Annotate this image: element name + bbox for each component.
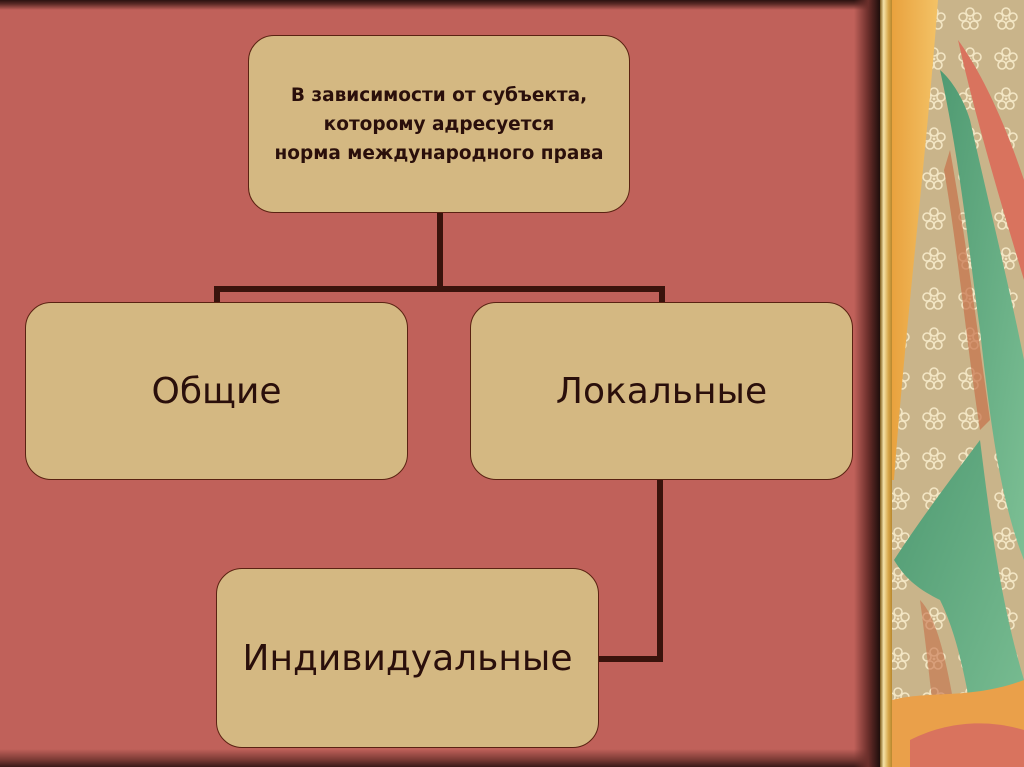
node-general-label: Общие (151, 370, 282, 412)
node-local: Локальные (470, 302, 853, 480)
floral-ornament-icon (880, 0, 1024, 767)
connector-horizontal-bar (214, 286, 665, 292)
top-shadow (0, 0, 880, 10)
decorative-side-panel (880, 0, 1024, 767)
root-line-2: которому адресуется (323, 113, 555, 135)
connector-local-down (657, 480, 663, 662)
root-line-1: В зависимости от субъекта, (290, 84, 588, 106)
node-general: Общие (25, 302, 408, 480)
bottom-shadow (0, 749, 880, 767)
connector-to-individual (598, 656, 663, 662)
node-individual: Индивидуальные (216, 568, 599, 748)
node-local-label: Локальные (555, 370, 768, 412)
root-node: В зависимости от субъекта, которому адре… (248, 35, 630, 213)
root-node-text: В зависимости от субъекта, которому адре… (274, 81, 603, 168)
connector-root-down (437, 213, 443, 291)
node-individual-label: Индивидуальные (242, 637, 573, 679)
slide-background: В зависимости от субъекта, которому адре… (0, 0, 880, 767)
right-shadow (854, 0, 880, 767)
connector-left-drop (214, 286, 220, 304)
root-line-3: норма международного права (274, 142, 604, 164)
connector-right-drop (659, 286, 665, 304)
